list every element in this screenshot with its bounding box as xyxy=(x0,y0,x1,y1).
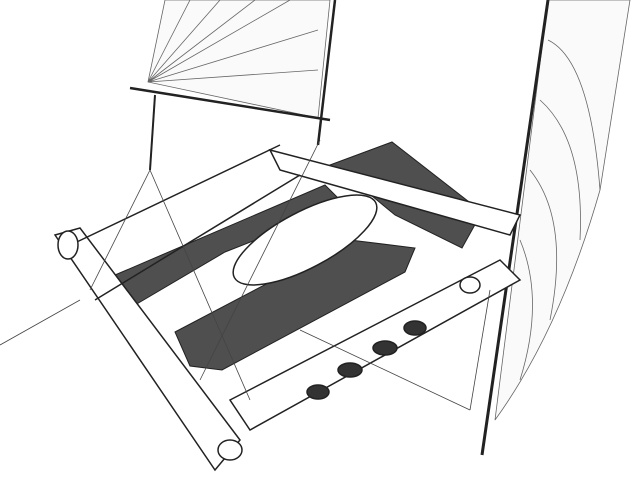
rigging xyxy=(0,139,491,411)
right-sail xyxy=(494,0,631,421)
left-sail xyxy=(147,0,331,119)
right-mast xyxy=(480,0,550,456)
left-strut xyxy=(149,94,156,171)
central-pod xyxy=(232,194,378,286)
left-boom xyxy=(129,86,331,122)
hull-structure xyxy=(53,144,522,472)
left-mast xyxy=(316,0,337,146)
